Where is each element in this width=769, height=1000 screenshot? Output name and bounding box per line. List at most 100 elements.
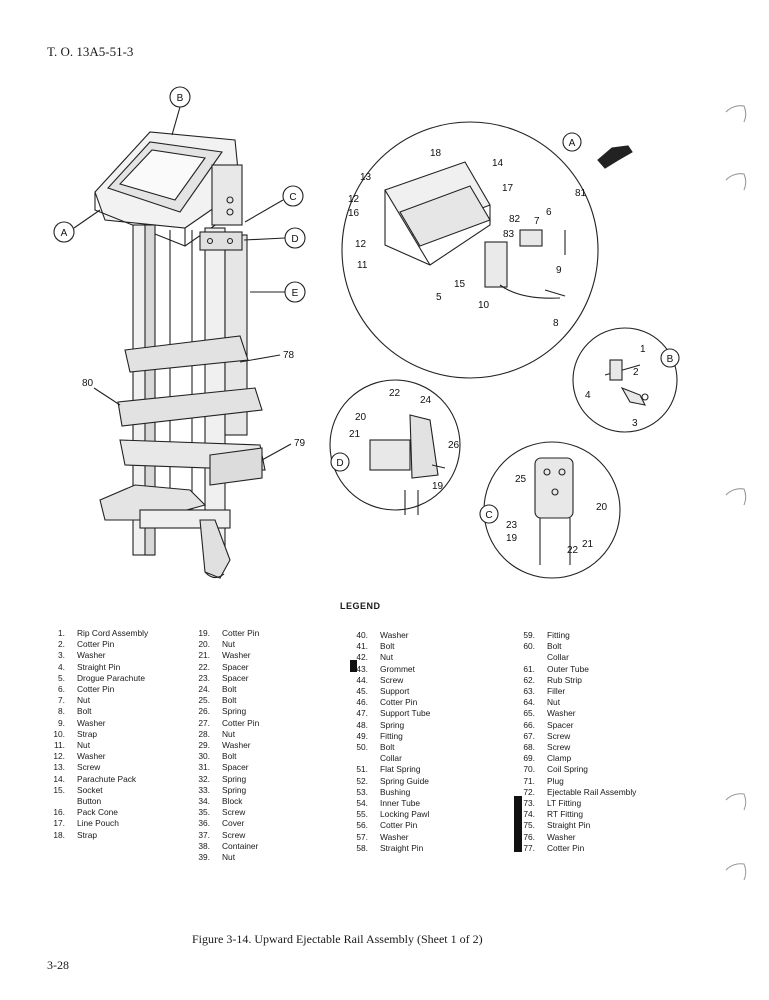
legend-item-number: 63. bbox=[523, 686, 535, 697]
figure-caption: Figure 3-14. Upward Ejectable Rail Assem… bbox=[192, 932, 483, 946]
legend-item-name: Screw bbox=[222, 807, 246, 818]
legend-item: 3.Washer bbox=[40, 650, 148, 661]
legend-item-number: 10. bbox=[53, 728, 65, 739]
legend-item-name: Socket bbox=[77, 784, 103, 795]
legend-item: 59.Fitting bbox=[510, 630, 636, 641]
legend-item-number: 13. bbox=[53, 762, 65, 773]
part-callout-number: 6 bbox=[546, 207, 552, 218]
part-callout-number: 21 bbox=[582, 539, 594, 550]
legend-item: 20.Nut bbox=[185, 639, 259, 650]
legend-item-name: Washer bbox=[222, 650, 251, 661]
legend-item-name: Line Pouch bbox=[77, 818, 119, 829]
binder-holes bbox=[725, 105, 747, 506]
legend-item-name: Cotter Pin bbox=[77, 639, 115, 650]
part-callout-number: 83 bbox=[503, 229, 515, 240]
legend-item-name: Screw bbox=[77, 762, 101, 773]
legend-item-number: 1. bbox=[58, 628, 65, 638]
legend-item-number: 42. bbox=[356, 652, 368, 663]
legend-item: 60.Bolt bbox=[510, 641, 636, 652]
part-callout-number: 12 bbox=[355, 239, 367, 250]
legend-item: Button bbox=[40, 796, 148, 807]
legend-item-number: 60. bbox=[523, 641, 535, 652]
part-callout-number: 25 bbox=[515, 474, 527, 485]
legend-item: 14.Parachute Pack bbox=[40, 774, 148, 785]
legend-item: 56.Cotter Pin bbox=[343, 820, 430, 831]
legend-item-number: 4. bbox=[58, 661, 65, 672]
legend-item-name: Nut bbox=[222, 728, 236, 739]
legend-item: 29.Washer bbox=[185, 740, 259, 751]
legend-item-name: Washer bbox=[77, 751, 106, 762]
legend-item-number: 6. bbox=[58, 684, 65, 695]
part-callout-number: 5 bbox=[436, 292, 442, 303]
legend-item: 12. Washer bbox=[40, 751, 148, 762]
legend-item-number: 12. bbox=[53, 751, 65, 762]
part-callout-number: 18 bbox=[430, 148, 442, 159]
legend-item-number: 16. bbox=[53, 807, 65, 818]
legend-item-number: 74. bbox=[523, 809, 535, 820]
legend-item-name: Drogue Parachute bbox=[77, 672, 145, 683]
legend-item-name: Washer bbox=[77, 717, 106, 728]
legend-item: 66.Spacer bbox=[510, 720, 636, 731]
callout-78: 78 bbox=[283, 350, 295, 361]
legend-item-number: 73. bbox=[523, 798, 535, 809]
rail-assembly-drawing bbox=[94, 131, 266, 579]
callout-c: C bbox=[289, 192, 296, 203]
legend-item-name: Support bbox=[380, 686, 410, 697]
callout-d: D bbox=[291, 234, 298, 245]
legend-item-number: 77. bbox=[523, 842, 535, 853]
legend-item-number: 19. bbox=[198, 628, 210, 638]
legend-item: 51.Flat Spring bbox=[343, 764, 430, 775]
legend-item: 26.Spring bbox=[185, 706, 259, 717]
legend-item-number: 64. bbox=[523, 697, 535, 708]
legend-item-number: 67. bbox=[523, 730, 535, 741]
legend-item-number: 66. bbox=[523, 719, 535, 730]
legend-item-name: Rip Cord Assembly bbox=[77, 628, 149, 638]
legend-item-number: 40. bbox=[356, 630, 368, 640]
detail-c-label: C bbox=[485, 510, 492, 521]
part-callout-number: 1 bbox=[640, 344, 646, 355]
legend-item: 43.Grommet bbox=[343, 664, 430, 675]
legend-item-name: Strap bbox=[77, 829, 98, 840]
legend-item-number: 75. bbox=[523, 820, 535, 831]
legend-item-name: Bolt bbox=[380, 742, 395, 753]
page-number: 3-28 bbox=[47, 958, 69, 972]
legend-item-number: 30. bbox=[198, 751, 210, 762]
legend-item: 17.Line Pouch bbox=[40, 818, 148, 829]
legend-item-name: Screw bbox=[222, 829, 246, 840]
legend-item-name: Block bbox=[222, 796, 243, 807]
part-callout-number: 17 bbox=[502, 183, 514, 194]
legend-item-name: Screw bbox=[380, 674, 404, 685]
part-callout-number: 24 bbox=[420, 395, 432, 406]
legend-item: 45.Support bbox=[343, 686, 430, 697]
detail-b-label: B bbox=[667, 354, 674, 365]
main-callouts: B A C D E 78 80 79 bbox=[53, 86, 306, 461]
legend-item: 28.Nut bbox=[185, 729, 259, 740]
legend-item-number: 56. bbox=[356, 820, 368, 831]
legend-item: 62.Rub Strip bbox=[510, 675, 636, 686]
legend-item-number: 55. bbox=[356, 809, 368, 820]
legend-item: 32.Spring bbox=[185, 774, 259, 785]
detail-a-label: A bbox=[569, 138, 576, 149]
legend-item: 46.Cotter Pin bbox=[343, 697, 430, 708]
legend-item-number: 39. bbox=[198, 852, 210, 863]
part-callout-number: 20 bbox=[596, 502, 608, 513]
legend-item-name: Locking Pawl bbox=[380, 809, 430, 820]
legend-item: 24.Bolt bbox=[185, 684, 259, 695]
callout-b: B bbox=[177, 93, 184, 104]
legend-item-name: Spacer bbox=[222, 661, 249, 672]
legend-item-name: Bolt bbox=[77, 706, 92, 717]
legend-item-number: 65. bbox=[523, 708, 535, 719]
legend-item: 15.Socket bbox=[40, 785, 148, 796]
part-callout-number: 22 bbox=[567, 545, 579, 556]
detail-a: A 18 14 13 17 12 16 12 11 5 15 10 82 7 6… bbox=[341, 121, 633, 379]
legend-item-name: Strap bbox=[77, 728, 98, 739]
legend-item: 53.Bushing bbox=[343, 787, 430, 798]
legend-item: 47.Support Tube bbox=[343, 708, 430, 719]
legend-item-name: Nut bbox=[547, 697, 561, 708]
legend-item-name: LT Fitting bbox=[547, 798, 582, 809]
legend-item: 10. Strap bbox=[40, 729, 148, 740]
legend-item-name: Clamp bbox=[547, 753, 572, 764]
legend-item-name: Washer bbox=[77, 650, 106, 661]
legend-item-name: Washer bbox=[380, 630, 409, 640]
